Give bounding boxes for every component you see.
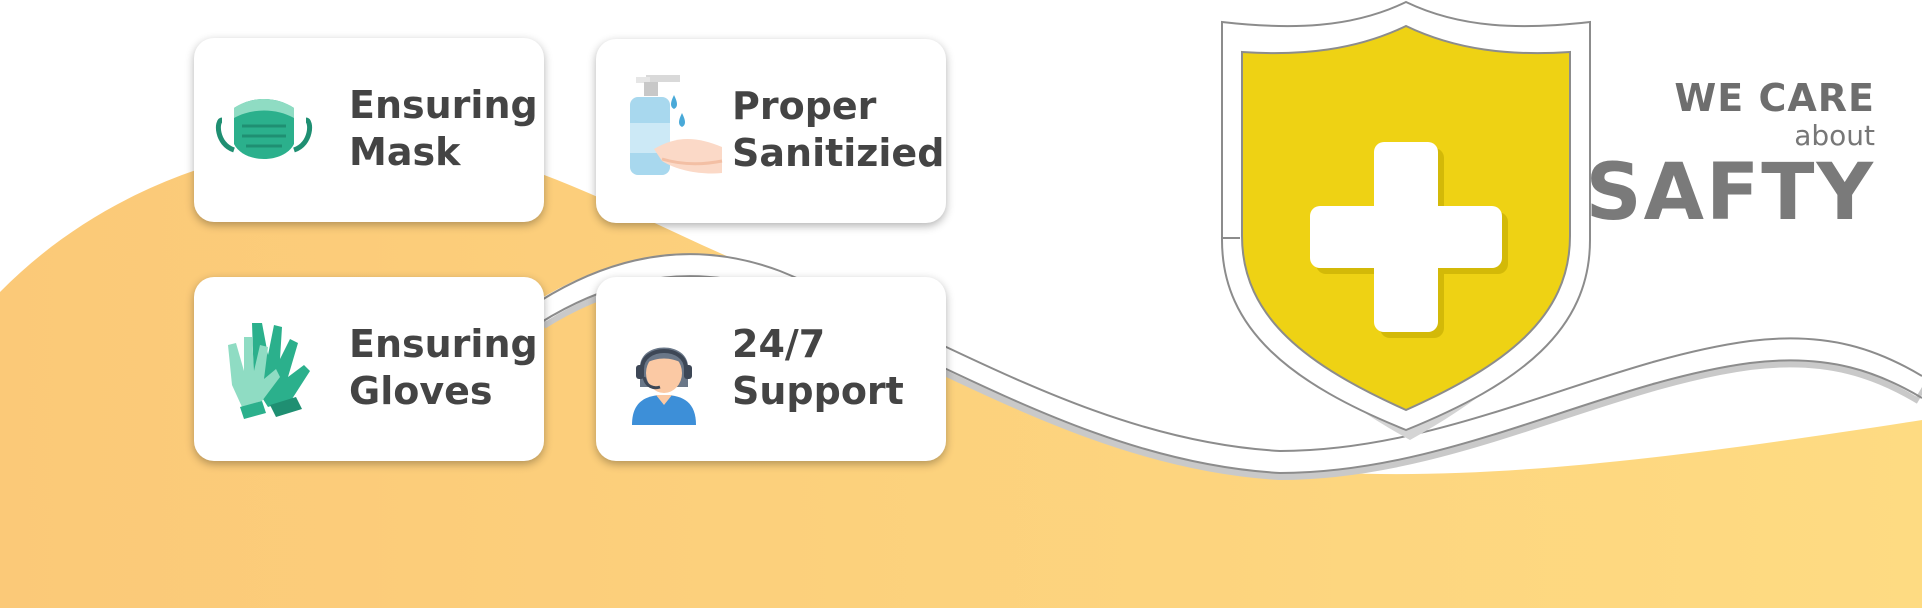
- feature-line-1: Ensuring: [349, 322, 538, 366]
- feature-line-2: Sanitizied: [732, 131, 945, 175]
- tagline-line-3: SAFTY: [1585, 148, 1875, 238]
- feature-line-1: Proper: [732, 84, 877, 128]
- gloves-icon: [228, 323, 310, 419]
- feature-line-2: Mask: [349, 130, 461, 174]
- plus-cross: [1310, 142, 1508, 338]
- feature-line-2: Gloves: [349, 369, 493, 413]
- safety-shield-icon: [1221, 0, 1591, 440]
- feature-label: 24/7 Support: [732, 321, 904, 415]
- tagline-line-2: about: [1794, 119, 1875, 152]
- feature-label: Proper Sanitizied: [732, 83, 944, 177]
- feature-label: Ensuring Mask: [349, 82, 538, 176]
- face-mask-icon: [215, 99, 313, 159]
- ribbon-edge-top: [539, 253, 1922, 453]
- feature-line-1: Ensuring: [349, 83, 538, 127]
- feature-card-sanitizer: Proper Sanitizied: [596, 39, 946, 223]
- feature-line-2: Support: [732, 369, 904, 413]
- hand-sanitizer-icon: [630, 75, 723, 175]
- feature-line-1: 24/7: [732, 322, 826, 366]
- feature-card-mask: Ensuring Mask: [194, 38, 544, 222]
- feature-label: Ensuring Gloves: [349, 321, 538, 415]
- tagline: WE CARE about SAFTY: [1585, 76, 1875, 234]
- feature-card-support: 24/7 Support: [596, 277, 946, 461]
- ribbon-band: [534, 254, 1922, 474]
- feature-card-gloves: Ensuring Gloves: [194, 277, 544, 461]
- support-agent-icon: [632, 347, 696, 425]
- tagline-line-1: WE CARE: [1674, 76, 1875, 120]
